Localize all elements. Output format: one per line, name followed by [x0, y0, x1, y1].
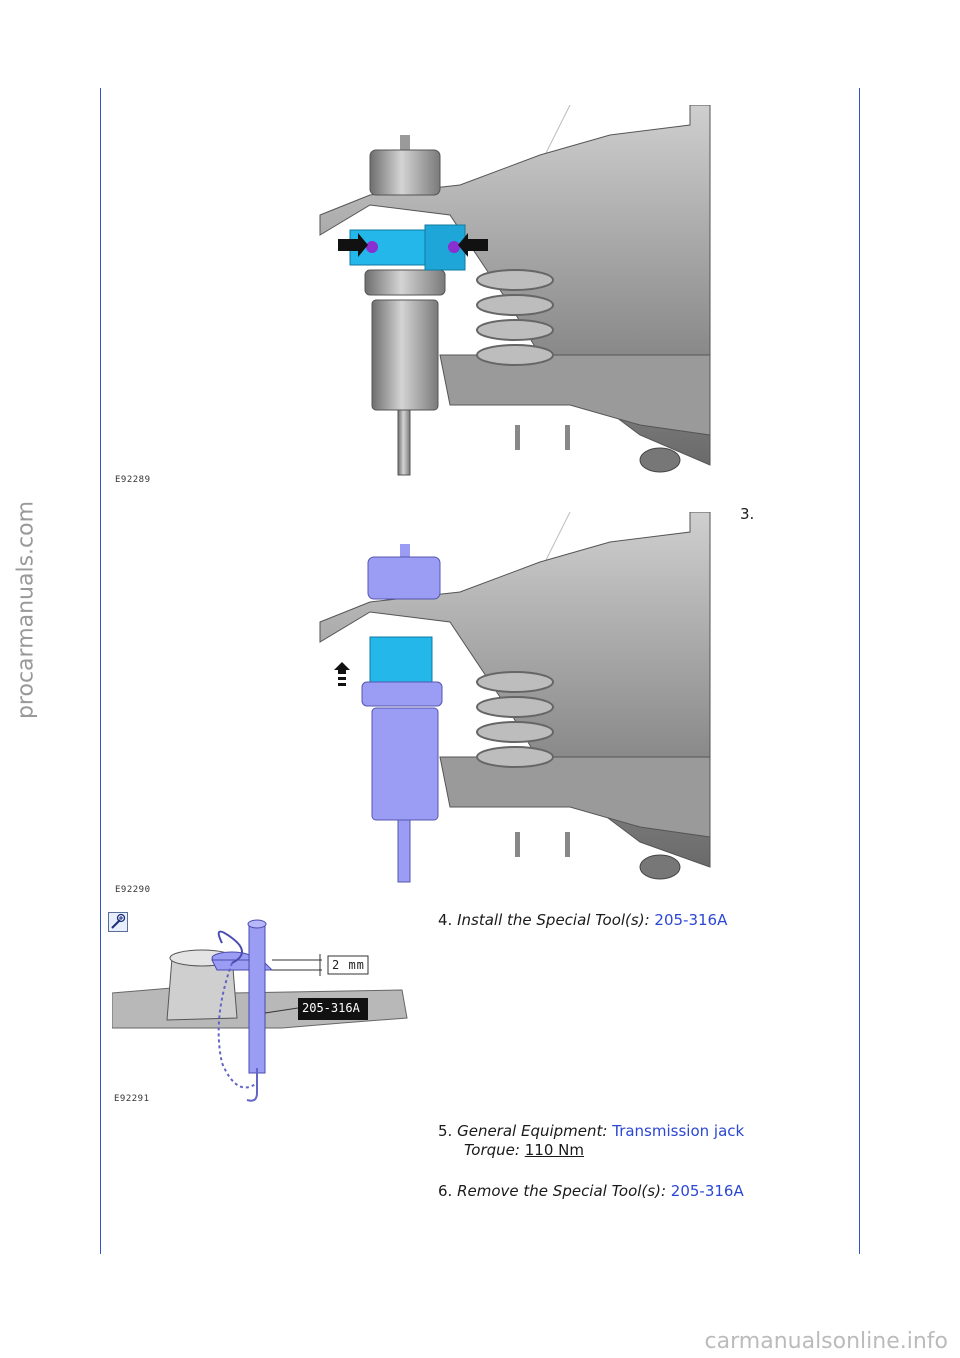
figure-3-id: E92291 [114, 1094, 150, 1104]
figure-2: E92290 [115, 512, 715, 895]
step-5-number: 5. [438, 1122, 453, 1140]
figure-1-id: E92289 [115, 475, 151, 485]
step-5: 5. General Equipment: Transmission jack [438, 1122, 744, 1141]
step-5-torque: Torque: 110 Nm [464, 1141, 584, 1160]
torque-label: Torque: [464, 1141, 520, 1159]
suspension-illustration-2 [319, 512, 711, 883]
left-margin-rule [100, 88, 101, 1254]
step-6-number: 6. [438, 1182, 453, 1200]
sidebar-text: procarmanuals.com [13, 500, 39, 720]
dimension-label: 2 mm [332, 958, 365, 972]
sidebar-watermark: procarmanuals.com [8, 440, 44, 780]
figure-1: E92289 [115, 105, 715, 485]
step-3-number: 3. [740, 505, 755, 523]
figure-3: 2 mm 205-316A E92291 [112, 918, 412, 1108]
step-4: 4. Install the Special Tool(s): 205-316A [438, 911, 727, 930]
tool-install-illustration [112, 919, 408, 1102]
step-4-text: Install the Special Tool(s): [457, 911, 650, 929]
step-3: 3. [740, 505, 754, 524]
right-margin-rule [859, 88, 860, 1254]
step-5-equipment-link[interactable]: Transmission jack [612, 1122, 745, 1140]
zoom-icon[interactable] [108, 912, 128, 932]
figure-2-id: E92290 [115, 885, 151, 895]
footer-watermark: carmanualsonline.info [704, 1329, 948, 1354]
suspension-illustration-1 [319, 105, 711, 476]
step-6-text: Remove the Special Tool(s): [457, 1182, 667, 1200]
step-6: 6. Remove the Special Tool(s): 205-316A [438, 1182, 744, 1201]
torque-value: 110 Nm [524, 1141, 584, 1159]
step-4-number: 4. [438, 911, 453, 929]
tool-callout-label: 205-316A [302, 1001, 360, 1015]
step-4-tool-link[interactable]: 205-316A [654, 911, 728, 929]
step-5-text: General Equipment: [457, 1122, 608, 1140]
step-6-tool-link[interactable]: 205-316A [670, 1182, 744, 1200]
